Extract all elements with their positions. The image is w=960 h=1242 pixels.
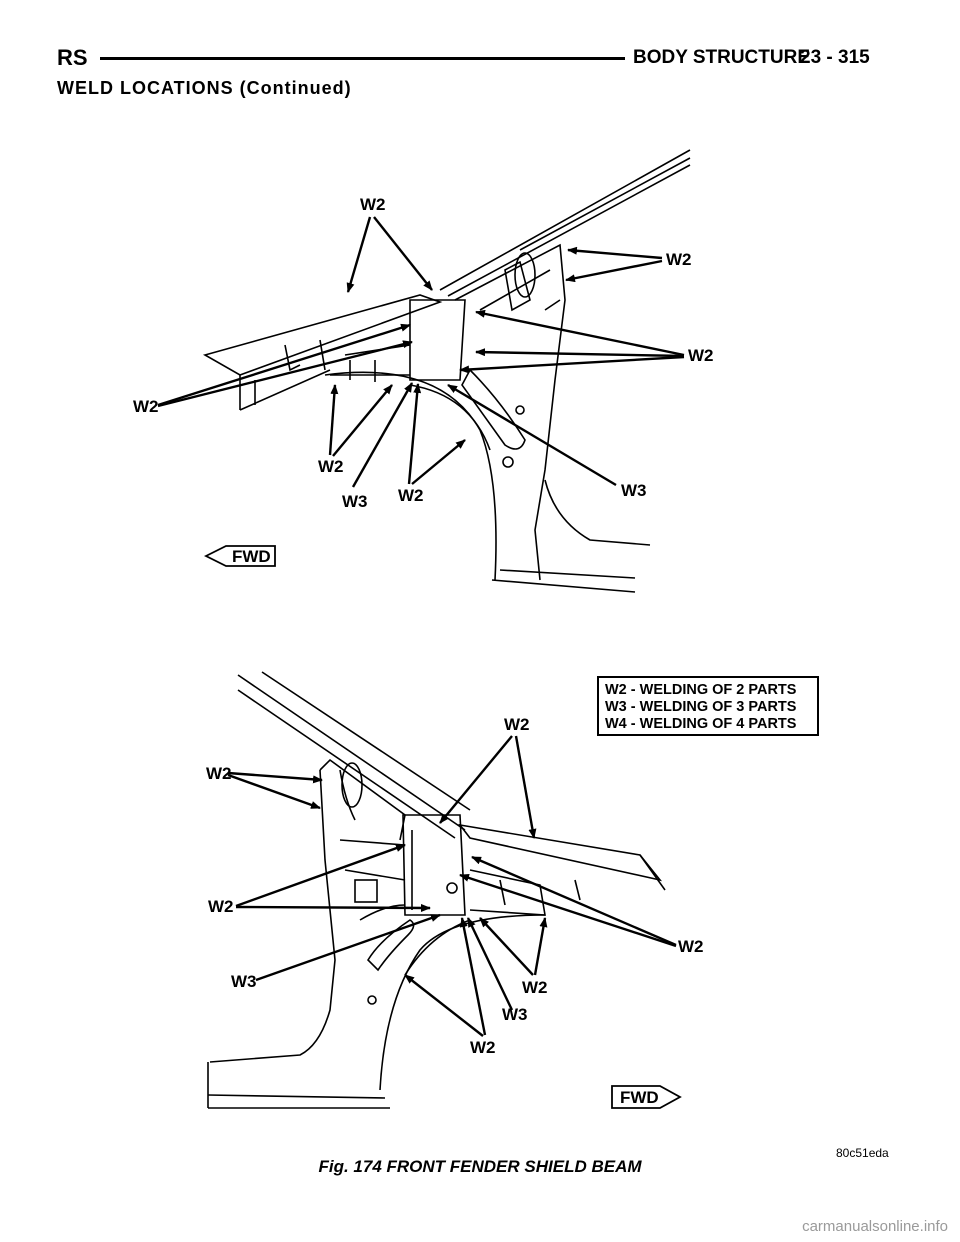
- bottom-label-w2-a: W2: [206, 764, 232, 783]
- top-label-w2-c: W2: [688, 346, 714, 365]
- top-label-w2-a: W2: [360, 195, 386, 214]
- header-page-number: 23 - 315: [800, 47, 870, 68]
- header-title: BODY STRUCTURE: [633, 47, 810, 68]
- bottom-label-w3-a: W3: [231, 972, 257, 991]
- top-label-w2-f: W2: [398, 486, 424, 505]
- bottom-label-w2-d: W2: [678, 937, 704, 956]
- figure-caption: Fig. 174 FRONT FENDER SHIELD BEAM: [318, 1157, 642, 1176]
- bottom-body-structure-drawing: [207, 671, 666, 1109]
- bottom-figure-labels: W2 W2 W2 W3 W2 W2 W3 W2: [206, 715, 704, 1057]
- top-label-w2-d: W2: [133, 397, 159, 416]
- footer-watermark: carmanualsonline.info: [802, 1218, 948, 1235]
- top-fwd-arrow: FWD: [203, 545, 276, 567]
- top-label-w2-e: W2: [318, 457, 344, 476]
- fwd-right-arrow-icon: [611, 1085, 682, 1109]
- top-figure-arrows: [157, 216, 685, 488]
- top-label-w3-a: W3: [342, 492, 368, 511]
- top-body-structure-drawing: [202, 149, 691, 593]
- header-section-code: RS: [57, 45, 88, 70]
- legend-item-w3: W3 - WELDING OF 3 PARTS: [605, 699, 797, 715]
- bottom-label-w2-b: W2: [504, 715, 530, 734]
- bottom-label-w2-e: W2: [522, 978, 548, 997]
- bottom-label-w2-f: W2: [470, 1038, 496, 1057]
- fwd-left-arrow-icon: [203, 545, 276, 567]
- legend-item-w4: W4 - WELDING OF 4 PARTS: [605, 716, 797, 732]
- bottom-figure-arrows: [227, 735, 677, 1037]
- bottom-label-w3-b: W3: [502, 1005, 528, 1024]
- top-label-w2-b: W2: [666, 250, 692, 269]
- weld-legend: W2 - WELDING OF 2 PARTS W3 - WELDING OF …: [597, 676, 819, 736]
- header-rule: [100, 57, 625, 60]
- bottom-label-w2-c: W2: [208, 897, 234, 916]
- bottom-fwd-label: FWD: [620, 1088, 659, 1107]
- bottom-fwd-arrow: FWD: [611, 1085, 682, 1109]
- section-title: WELD LOCATIONS (Continued): [57, 78, 352, 98]
- top-figure-labels: W2 W2 W2 W2 W2 W3 W2 W3: [133, 195, 714, 511]
- legend-item-w2: W2 - WELDING OF 2 PARTS: [605, 682, 797, 698]
- top-fwd-label: FWD: [232, 547, 271, 566]
- figure-code: 80c51eda: [836, 1146, 889, 1160]
- top-label-w3-b: W3: [621, 481, 647, 500]
